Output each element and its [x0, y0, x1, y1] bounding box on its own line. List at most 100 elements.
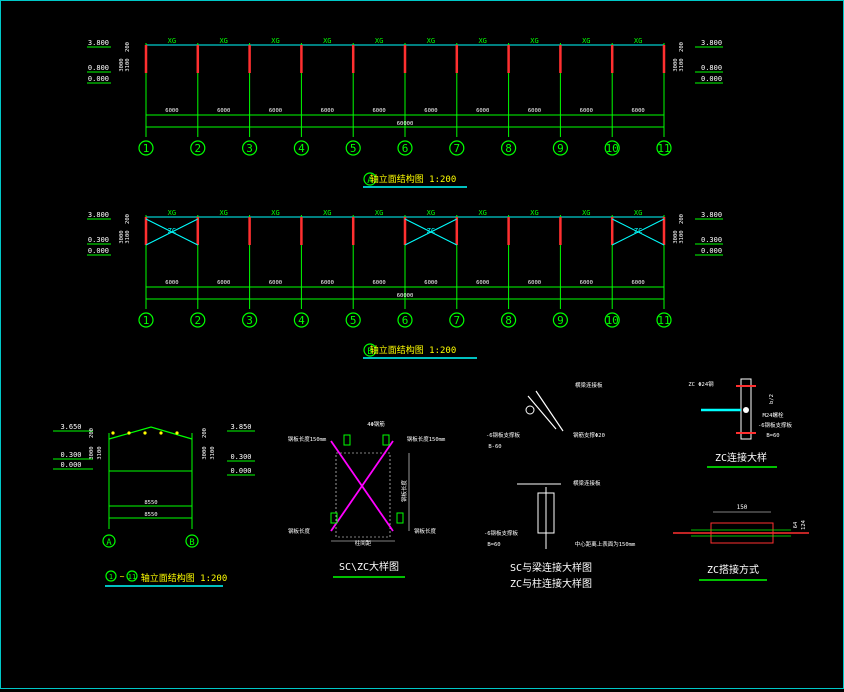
level-label-left: 0.800: [88, 64, 109, 72]
axis-label: 6: [402, 142, 409, 155]
side-dim-label: 3000: [673, 58, 679, 71]
side-dim-label: 3000: [119, 58, 125, 71]
axis-bubble: [604, 140, 620, 156]
detail-label: M24螺栓: [763, 411, 784, 419]
detail-label: -6钢板支撑板: [758, 421, 793, 429]
purlin-dot: [111, 431, 115, 435]
axis-label: 10: [606, 142, 619, 155]
total-dim-label: 60000: [397, 293, 414, 299]
detail-label: 中心距离上表面为150mm: [575, 540, 636, 548]
beam-label: XG: [530, 37, 538, 45]
section-title: 轴立面结构图 1:200: [141, 572, 228, 584]
axis-bubble: [604, 312, 620, 328]
section-level-left: 3.650: [60, 423, 81, 431]
axis-label: 4: [298, 314, 305, 327]
detail-member: [535, 390, 564, 432]
bay-dim-label: 6000: [424, 108, 437, 114]
axis-bubble: [397, 312, 413, 328]
bay-dim-label: 6000: [165, 280, 178, 286]
zc-column-title: ZC与柱连接大样图: [510, 577, 592, 590]
detail-label: 钢板长度150mm: [288, 435, 327, 443]
zc-splice-title: ZC搭接方式: [707, 563, 759, 576]
level-label-right: 3.800: [701, 39, 722, 47]
side-dim-label: 3000: [202, 446, 208, 459]
axis-label: 9: [557, 142, 564, 155]
beam-label: XG: [168, 209, 176, 217]
side-dim-label: 3100: [125, 58, 131, 71]
bay-dim-label: 6000: [372, 108, 385, 114]
brace-label: ZC: [427, 227, 435, 235]
axis-label: B: [189, 538, 194, 548]
splice-dim: 150: [737, 504, 748, 511]
axis-label: 6: [402, 314, 409, 327]
title-bubble: [363, 172, 377, 186]
level-label-right: 0.000: [701, 75, 722, 83]
axis-bubble: [449, 140, 465, 156]
gusset-plate: [396, 512, 404, 524]
detail-member: [527, 395, 557, 430]
purlin-dot: [127, 431, 131, 435]
beam-label: XG: [427, 37, 435, 45]
title-bubble: [126, 570, 138, 582]
axis-label: 3: [246, 314, 253, 327]
bay-dim-label: 6000: [631, 280, 644, 286]
axis-label: 11: [657, 314, 670, 327]
title-axis-end: 11: [128, 573, 136, 581]
beam-label: XG: [271, 37, 279, 45]
axis-bubble: [242, 312, 258, 328]
detail-label: -6钢板支撑板: [484, 529, 519, 537]
axis-label: 9: [557, 314, 564, 327]
detail-label: 钢板长度: [400, 480, 408, 503]
beam-label: XG: [634, 209, 642, 217]
elevation-a-title: 轴立面结构图 1:200: [370, 173, 457, 185]
axis-bubble: [501, 140, 517, 156]
beam-label: XG: [323, 209, 331, 217]
side-dim-label: 3100: [97, 446, 103, 459]
section-level-right: 0.000: [230, 467, 251, 475]
bay-dim-label: 6000: [321, 280, 334, 286]
level-label-right: 0.300: [701, 236, 722, 244]
axis-label: A: [106, 538, 112, 548]
beam-label: XG: [478, 209, 486, 217]
sc-zc-title: SC\ZC大样图: [339, 560, 399, 573]
axis-label: 11: [657, 142, 670, 155]
axis-bubble: [293, 312, 309, 328]
level-label-left: 3.800: [88, 211, 109, 219]
level-label-left: 0.300: [88, 236, 109, 244]
bay-dim-label: 6000: [165, 108, 178, 114]
beam-label: XG: [530, 209, 538, 217]
section-span-dim: 8550: [144, 512, 157, 518]
detail-label: B=60: [766, 433, 779, 439]
detail-label: b/2: [769, 394, 775, 404]
axis-label: 5: [350, 314, 357, 327]
beam-label: XG: [634, 37, 642, 45]
detail-label: ZC Φ24钢: [688, 380, 714, 388]
purlin-dot: [175, 431, 179, 435]
level-label-right: 0.000: [701, 247, 722, 255]
side-dim-label: 3100: [210, 446, 216, 459]
bay-dim-label: 6000: [217, 108, 230, 114]
detail-label: 钢板长度: [288, 527, 311, 535]
side-dim-label: 200: [679, 42, 685, 52]
axis-label: 1: [143, 142, 150, 155]
axis-bubble: [242, 140, 258, 156]
title-letter: B: [367, 347, 372, 357]
zc-connect-title: ZC连接大样: [715, 451, 767, 464]
side-dim-label: 200: [202, 428, 208, 438]
title-letter: A: [367, 176, 373, 186]
beam-label: XG: [375, 37, 383, 45]
brace-line: [611, 218, 665, 246]
axis-bubble: [501, 312, 517, 328]
axis-bubble: [449, 312, 465, 328]
axis-bubble: [190, 140, 206, 156]
title-bubble: [105, 570, 117, 582]
bay-dim-label: 6000: [269, 108, 282, 114]
axis-bubble: [345, 140, 361, 156]
axis-bubble: [102, 534, 116, 548]
axis-bubble: [190, 312, 206, 328]
axis-label: 5: [350, 142, 357, 155]
bay-dim-label: 6000: [476, 280, 489, 286]
detail-label: B-60: [488, 444, 501, 450]
